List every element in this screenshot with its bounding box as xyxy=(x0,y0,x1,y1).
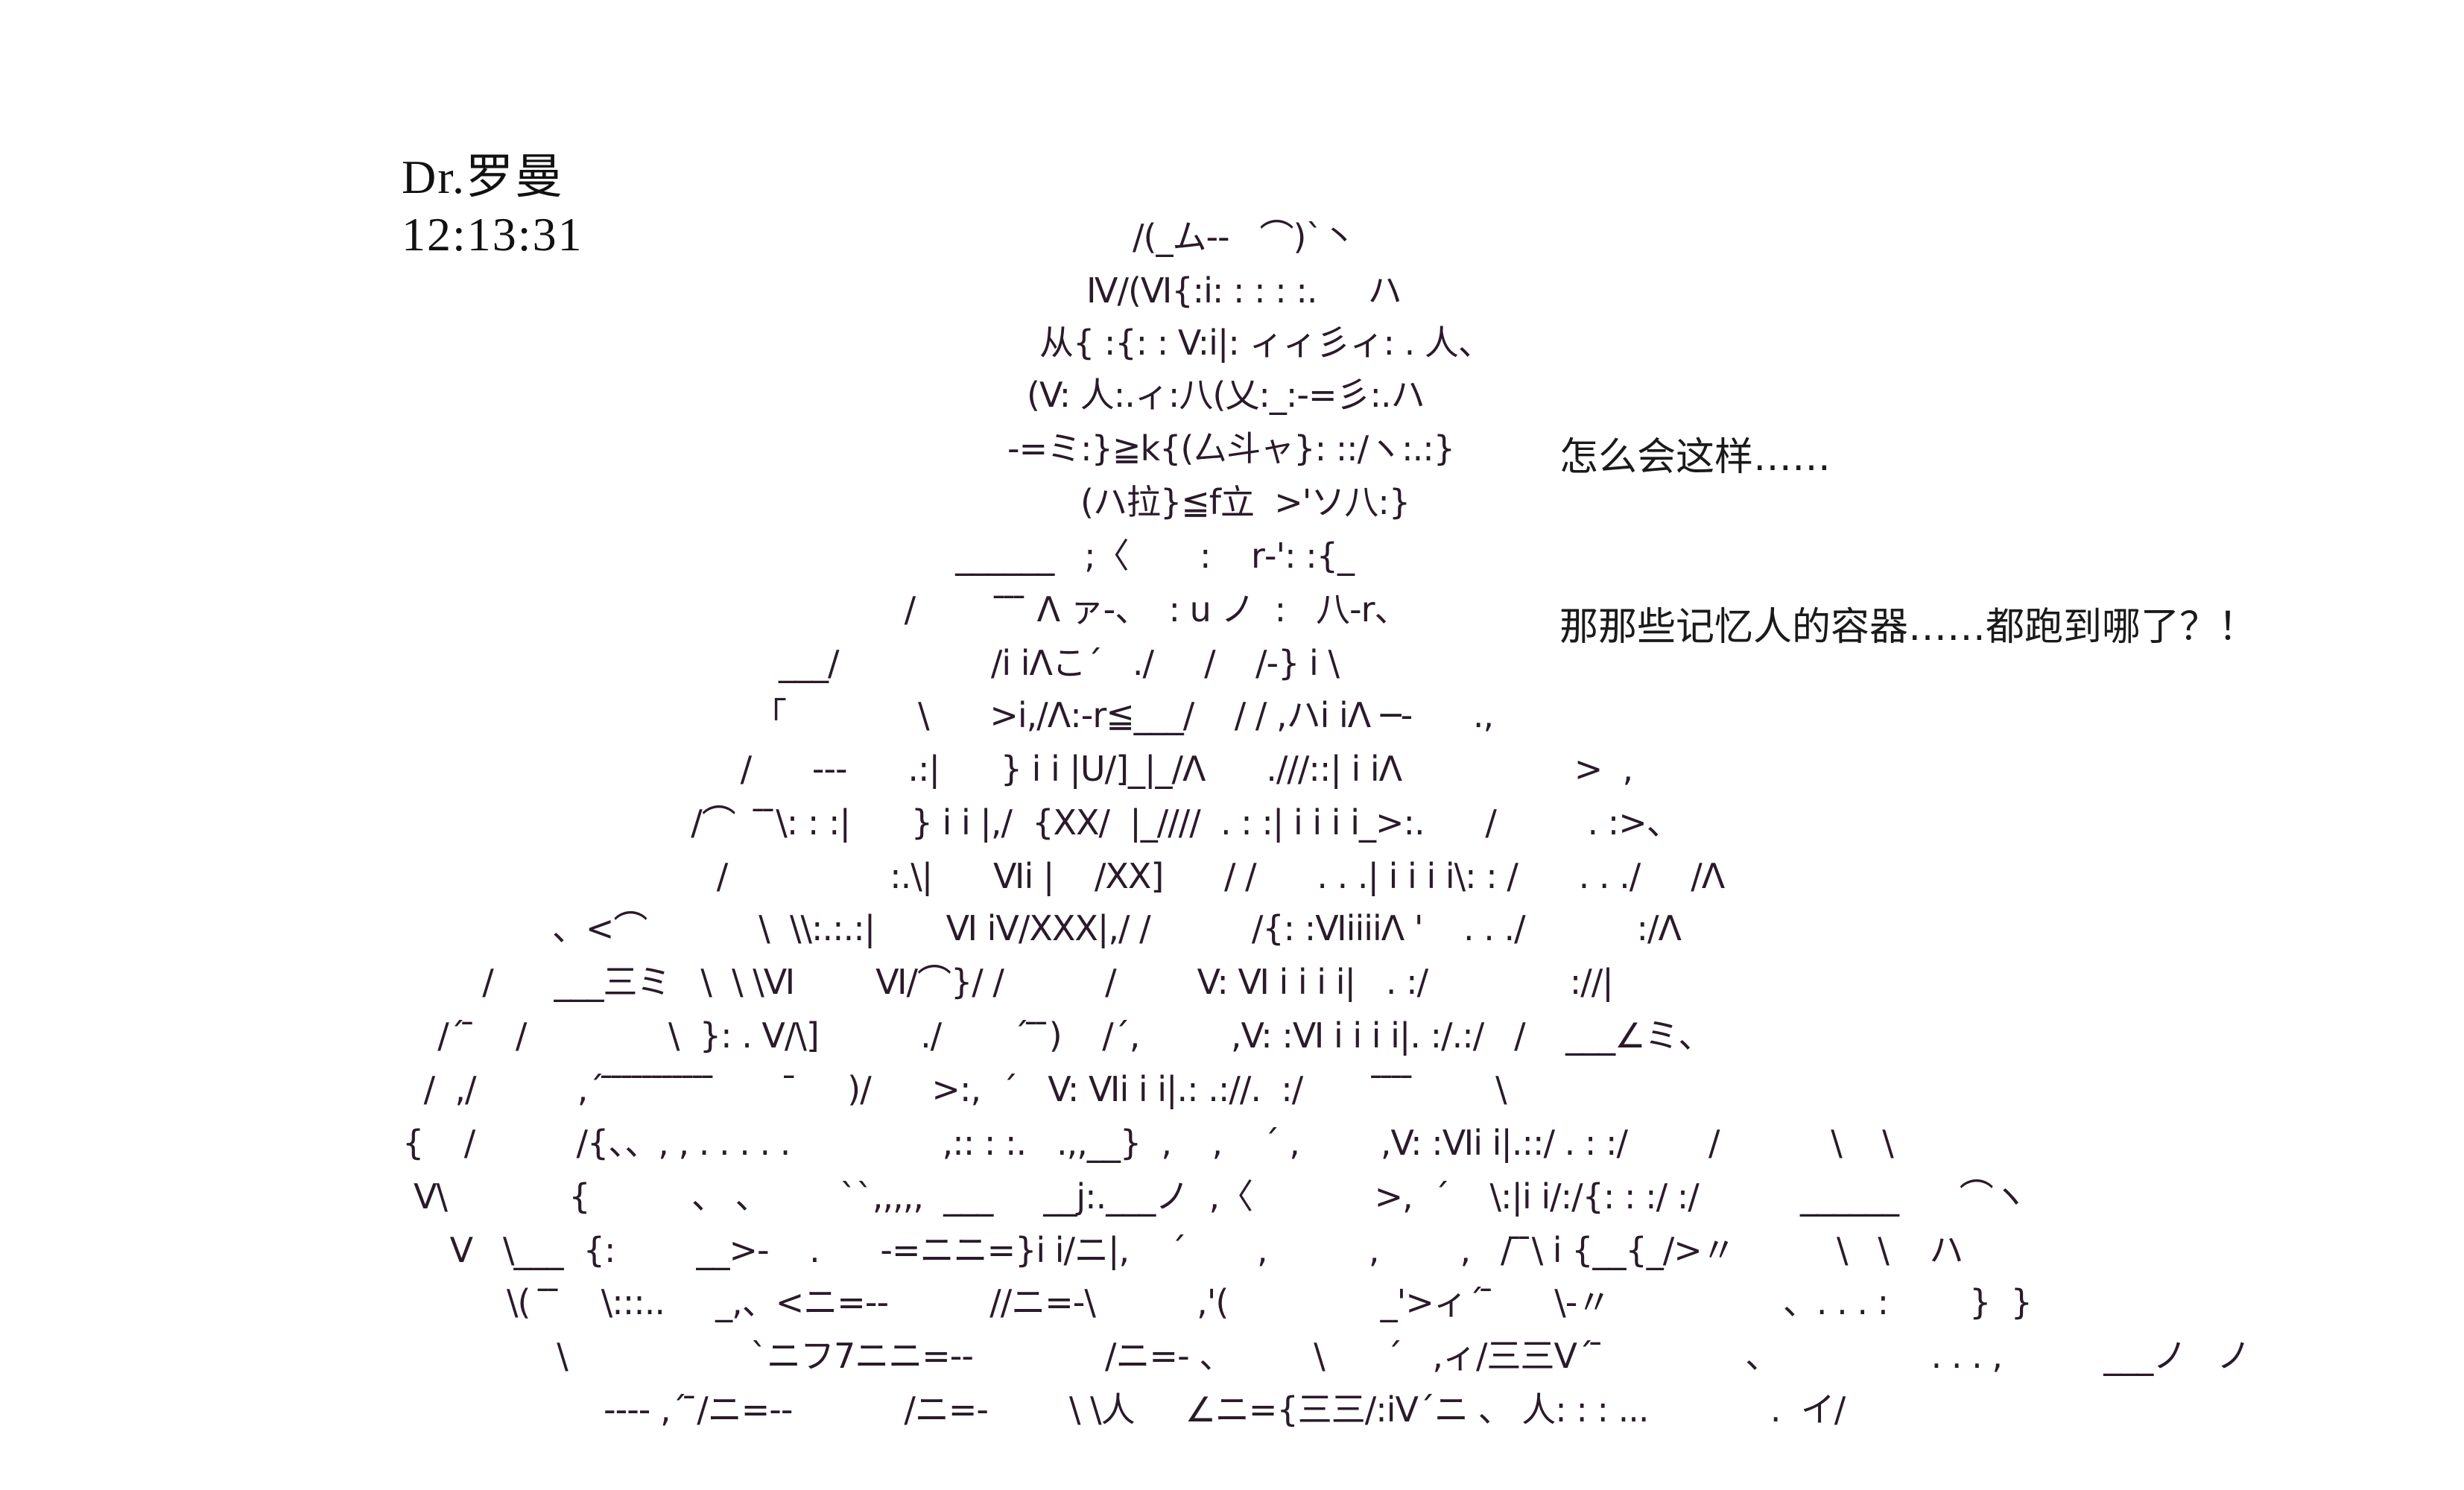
speaker-name: Dr.罗曼 xyxy=(402,150,564,203)
speech-line-2: 那那些记忆人的容器……都跑到哪了？！ xyxy=(1559,605,2258,650)
ascii-art-row: ‐=ミ:}≧k{(厶斗ャ}: ::/ヽ:.:} xyxy=(1007,428,1455,469)
ascii-art-row: /⌒ ̄ ̄\: : :| } i i |,/ {XX/ |_//// . : … xyxy=(671,802,1681,843)
ascii-art-row: 、<⌒ \ \\:.:.:| Ⅵ iV/XXX|,/ / /{: :ⅥiiiiΛ… xyxy=(522,908,1682,948)
ascii-art-row: (V: 人:.ィ:八(乂:_:‐=彡:.ハ xyxy=(1027,375,1425,415)
ascii-art-row: / :.\| Ⅵi | /XX] / / . . .| i i i i\: : … xyxy=(656,856,1726,896)
speech-text: 怎么会这样…… 那那些记忆人的容器……都跑到哪了？！ xyxy=(1559,316,2257,712)
ascii-art-row: 「 \ >i,/Λ:‐r≦___/ / / ,ハi iΛ ─‐ ., xyxy=(753,695,1494,735)
message-header: Dr.罗曼 12:13:31 xyxy=(375,83,583,262)
ascii-art-row: / --- .:| } i i |U/]_|_/Λ .///::| i iΛ >… xyxy=(730,749,1634,789)
ascii-art-row: V\ { 、 、 ``,,,,, ___ __j:.___ノ ,〈 >, ´ \… xyxy=(414,1176,2027,1217)
ascii-art-row: \ `ニフ7ニニ=‐‐ /ニ=‐ 、 \ ´ ,ィ/三三V´ ̄ 、 . . .… xyxy=(536,1336,2251,1376)
ascii-art-row: Ⅳ/(Ⅵ{:i: : : : :. ハ xyxy=(1086,270,1402,311)
timestamp: 12:13:31 xyxy=(402,208,583,261)
ascii-art-row: / ___三ミ \ \ \Ⅵ Ⅵ/⌒}/ / / V: Ⅵ i i i i| .… xyxy=(462,962,1614,1002)
ascii-art-row: \( ̄ ̄ \:::.. _,、<ニ=‐‐ //ニ=‐\ ,'( _'>ィ´ … xyxy=(507,1282,2033,1322)
ascii-art-row: { / /{、、, , . . . . . ,:: : :. .,,__} , … xyxy=(402,1123,1894,1163)
speech-line-1: 怎么会这样…… xyxy=(1559,435,1831,480)
ascii-art-row: (ハ拉}≦f立 >'ソ八:} xyxy=(1080,482,1410,522)
ascii-art-row: /(_ム-‐ ⌒)`丶 xyxy=(1133,217,1356,257)
ascii-art-row: ‐‐‐‐ ,´ ̄/ニ=‐‐ /ニ=‐ \ \人 ∠ニ={三三/:iV´ニ 、 … xyxy=(604,1389,1846,1430)
ascii-art-row: /´ ̄ / \ }: . V/\] ./ ´ ̄ ̄) /´, ,V: :Ⅵ … xyxy=(417,1015,1712,1056)
ascii-art-row: V \___ {: __>‐ . ‐=ニニ=}i i/ニ|, ´ , , , /… xyxy=(440,1230,1964,1270)
ascii-art-row: 从{ :{: : V:i|: ィィ彡ィ: . 人、 xyxy=(1039,323,1492,363)
ascii-art-row: / ̄ ̄ ̄ Λ ァ‐、 : u ノ : 八‐r、 xyxy=(894,589,1409,630)
ascii-art-row: ___/ /i iΛこ´ ./ / /‐} i \ xyxy=(779,643,1340,683)
ascii-art-row: ______ ;〈 : r‐': :{_ xyxy=(935,536,1355,576)
ascii-art-row: / ,/ ,´ ̄ ̄ ̄ ̄ ̄ ̄ ̄ ̄ ̄ ̄ ̄ ̄ )/ >:, ´… xyxy=(414,1069,1507,1109)
